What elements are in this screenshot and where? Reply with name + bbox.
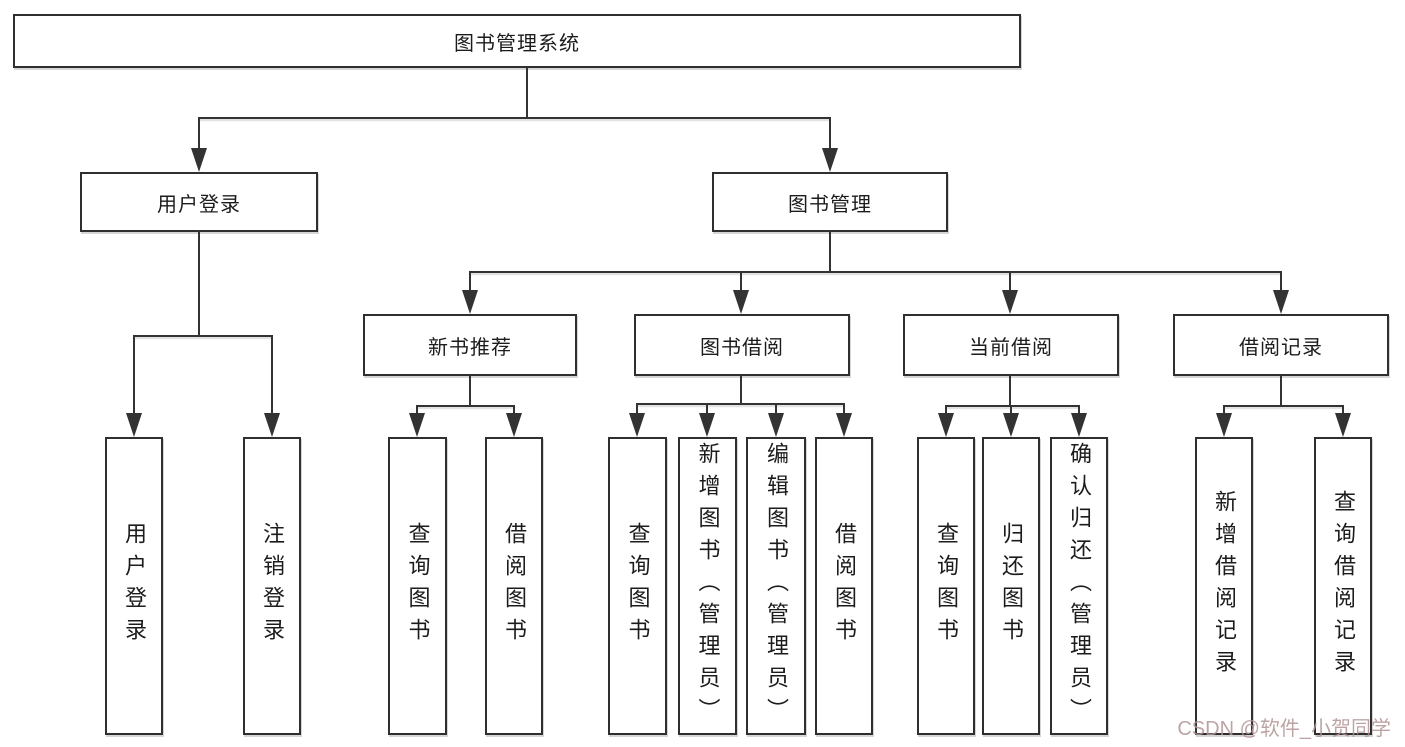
node-root: 图书管理系统 <box>13 14 1021 68</box>
node-borrow-records: 借阅记录 <box>1173 314 1389 376</box>
leaf-borrow-books: 借阅图书 <box>815 437 873 735</box>
leaf-add-book-admin: 新增图书（管理员） <box>678 437 737 735</box>
connector-vline <box>706 403 708 415</box>
arrow-down-icon <box>1071 413 1087 437</box>
connector-vline <box>829 230 831 273</box>
node-current-borrow-label: 当前借阅 <box>969 336 1053 359</box>
leaf-add-borrow-record-label: 新增借阅记录 <box>1212 490 1237 682</box>
node-borrow-records-label: 借阅记录 <box>1239 336 1323 359</box>
leaf-edit-book-admin: 编辑图书（管理员） <box>746 437 806 735</box>
arrow-down-icon <box>1002 290 1018 314</box>
connector-vline <box>1009 375 1011 406</box>
arrow-down-icon <box>1273 290 1289 314</box>
connector-vline <box>133 335 135 415</box>
arrow-down-icon <box>1003 413 1019 437</box>
connector-vline <box>469 375 471 406</box>
leaf-query-books-recommend-label: 查询图书 <box>405 522 431 650</box>
leaf-query-borrow-record-label: 查询借阅记录 <box>1331 490 1356 682</box>
leaf-add-book-admin-label: 新增图书（管理员） <box>695 442 721 730</box>
connector-vline <box>1010 405 1012 416</box>
csdn-watermark: CSDN @软件_小贺同学 <box>1177 718 1391 740</box>
leaf-borrow-books-recommend: 借阅图书 <box>485 437 543 735</box>
node-book-management-label: 图书管理 <box>788 193 872 216</box>
connector-hline <box>1223 405 1344 407</box>
leaf-edit-book-admin-label: 编辑图书（管理员） <box>764 442 789 730</box>
node-user-login-label: 用户登录 <box>157 193 241 216</box>
connector-vline <box>636 403 638 415</box>
connector-vline <box>829 117 831 151</box>
connector-vline <box>198 230 200 336</box>
leaf-query-books-borrow-label: 查询图书 <box>625 522 651 650</box>
leaf-query-books-recommend: 查询图书 <box>388 437 447 735</box>
arrow-down-icon <box>938 413 954 437</box>
connector-vline <box>843 403 845 415</box>
node-book-borrow-label: 图书借阅 <box>700 336 784 359</box>
leaf-confirm-return-admin-label: 确认归还（管理员） <box>1067 442 1092 730</box>
leaf-confirm-return-admin: 确认归还（管理员） <box>1050 437 1108 735</box>
leaf-query-books-current-label: 查询图书 <box>934 522 959 650</box>
connector-hline <box>945 405 1080 407</box>
connector-hline <box>133 335 273 337</box>
node-book-management: 图书管理 <box>712 172 948 232</box>
leaf-return-book: 归还图书 <box>982 437 1040 735</box>
arrow-down-icon <box>506 413 522 437</box>
connector-vline <box>775 403 777 415</box>
leaf-borrow-books-recommend-label: 借阅图书 <box>502 522 527 650</box>
arrow-down-icon <box>1335 413 1351 437</box>
leaf-return-book-label: 归还图书 <box>999 522 1024 650</box>
arrow-down-icon <box>1216 413 1232 437</box>
connector-vline <box>740 271 742 292</box>
connector-vline <box>1280 375 1282 406</box>
connector-vline <box>469 271 471 292</box>
leaf-query-borrow-record: 查询借阅记录 <box>1314 437 1372 735</box>
arrow-down-icon <box>768 413 784 437</box>
leaf-borrow-books-label: 借阅图书 <box>832 522 857 650</box>
node-root-label: 图书管理系统 <box>454 32 580 55</box>
leaf-add-borrow-record: 新增借阅记录 <box>1195 437 1253 735</box>
connector-vline <box>945 405 947 416</box>
arrow-down-icon <box>126 413 142 437</box>
node-new-book-recommend: 新书推荐 <box>363 314 577 376</box>
leaf-query-books-borrow: 查询图书 <box>608 437 667 735</box>
arrow-down-icon <box>629 413 645 437</box>
arrow-down-icon <box>191 148 207 172</box>
arrow-down-icon <box>409 413 425 437</box>
arrow-down-icon <box>733 290 749 314</box>
connector-hline <box>198 117 831 119</box>
connector-vline <box>198 117 200 151</box>
connector-hline <box>416 405 515 407</box>
connector-hline <box>636 403 845 405</box>
connector-vline <box>1342 405 1344 416</box>
connector-vline <box>526 67 528 118</box>
leaf-logout-label: 注销登录 <box>260 522 285 650</box>
node-new-book-recommend-label: 新书推荐 <box>428 336 512 359</box>
connector-vline <box>513 405 515 416</box>
connector-vline <box>1223 405 1225 416</box>
node-book-borrow: 图书借阅 <box>634 314 850 376</box>
connector-vline <box>271 335 273 415</box>
leaf-logout: 注销登录 <box>243 437 301 735</box>
leaf-user-login-label: 用户登录 <box>122 522 147 650</box>
arrow-down-icon <box>264 413 280 437</box>
arrow-down-icon <box>699 413 715 437</box>
arrow-down-icon <box>822 148 838 172</box>
connector-vline <box>416 405 418 416</box>
arrow-down-icon <box>836 413 852 437</box>
arrow-down-icon <box>462 290 478 314</box>
leaf-user-login: 用户登录 <box>105 437 163 735</box>
leaf-query-books-current: 查询图书 <box>917 437 975 735</box>
connector-vline <box>740 375 742 405</box>
node-current-borrow: 当前借阅 <box>903 314 1119 376</box>
connector-hline <box>469 271 1282 273</box>
connector-vline <box>1078 405 1080 416</box>
node-user-login: 用户登录 <box>80 172 318 232</box>
connector-vline <box>1280 271 1282 292</box>
connector-vline <box>1009 271 1011 292</box>
